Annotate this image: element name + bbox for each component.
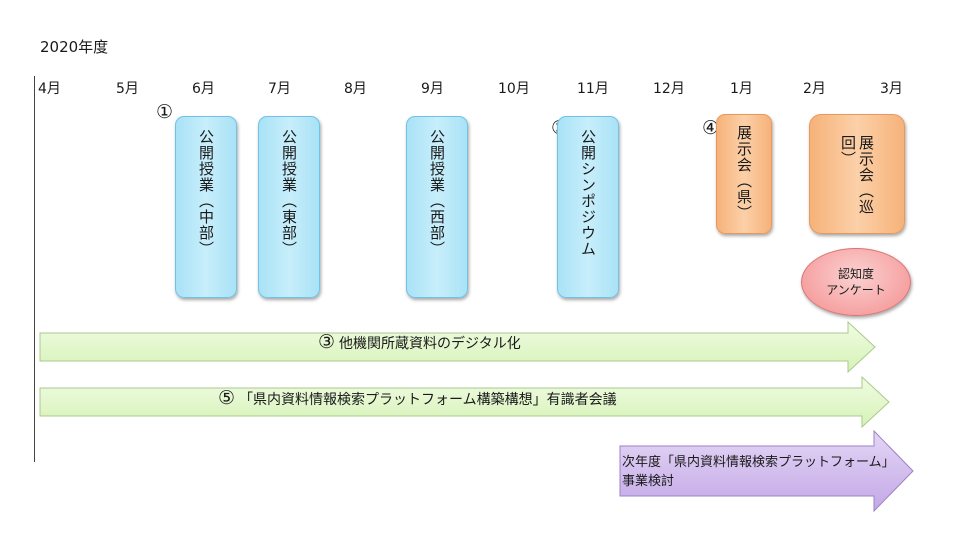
month-label: 1月 xyxy=(730,81,753,97)
arrow-next-year xyxy=(619,429,914,513)
month-label: 8月 xyxy=(344,81,367,97)
next-year-line-2: 事業検討 xyxy=(622,473,675,489)
month-label: 9月 xyxy=(421,81,444,97)
survey-line-2: アンケート xyxy=(826,283,886,297)
event-open-symposium: 公開シンポジウム xyxy=(557,116,619,298)
event-exhibition-tour-label: 展示会（巡回） xyxy=(839,135,875,215)
event-open-class-central-label: 公開授業（中部） xyxy=(197,129,215,257)
next-year-line-1: 次年度「県内資料情報検索プラットフォーム」 xyxy=(622,455,895,470)
year-label: 2020年度 xyxy=(40,38,109,56)
marker-3: ③ xyxy=(318,331,336,353)
arrow-digitization xyxy=(39,320,876,374)
month-label: 12月 xyxy=(653,81,685,97)
event-open-class-east: 公開授業（東部） xyxy=(258,116,320,298)
marker-4: ④ xyxy=(702,117,720,139)
marker-1: ① xyxy=(156,101,174,123)
arrow-council xyxy=(39,375,890,429)
survey-line-1: 認知度 xyxy=(837,266,874,281)
marker-5: ⑤ xyxy=(218,387,236,409)
event-open-class-west: 公開授業（西部） xyxy=(406,116,468,298)
event-exhibition-pref: 展示会（県） xyxy=(716,114,772,234)
event-open-class-west-label: 公開授業（西部） xyxy=(428,129,446,257)
month-label: 2月 xyxy=(803,81,826,97)
month-label: 10月 xyxy=(498,81,530,97)
month-label: 7月 xyxy=(268,81,291,97)
next-year-label: 次年度「県内資料情報検索プラットフォーム」 事業検討 xyxy=(622,454,912,492)
event-awareness-survey: 認知度 アンケート xyxy=(801,248,911,316)
event-open-class-central: 公開授業（中部） xyxy=(175,116,237,298)
event-open-symposium-label: 公開シンポジウム xyxy=(579,129,597,257)
timeline-axis-line xyxy=(34,76,35,462)
month-label: 3月 xyxy=(880,81,903,97)
month-label: 6月 xyxy=(192,81,215,97)
month-label: 11月 xyxy=(577,81,609,97)
digitization-label: 他機関所蔵資料のデジタル化 xyxy=(339,336,521,352)
event-open-class-east-label: 公開授業（東部） xyxy=(280,129,298,257)
event-exhibition-pref-label: 展示会（県） xyxy=(735,125,753,221)
council-label-group: ⑤「県内資料情報検索プラットフォーム構築構想」有識者会議 xyxy=(218,387,617,409)
month-label: 5月 xyxy=(116,81,139,97)
month-label: 4月 xyxy=(38,81,61,97)
event-exhibition-tour: 展示会（巡回） xyxy=(809,114,905,234)
council-label: 「県内資料情報検索プラットフォーム構築構想」有識者会議 xyxy=(239,392,617,408)
